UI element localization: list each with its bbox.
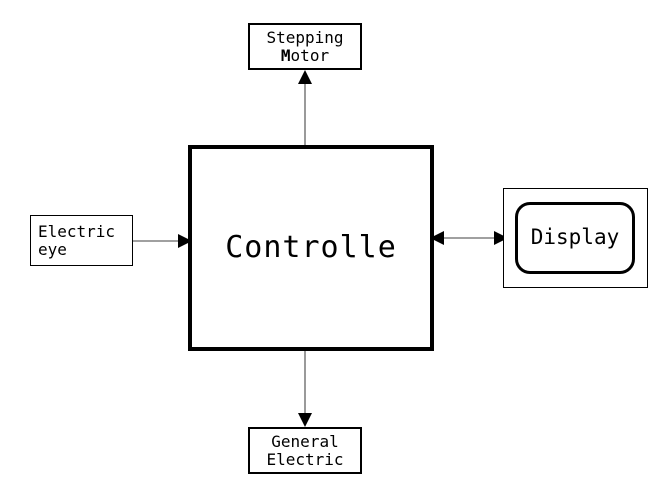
block-controller[interactable]: Controlle (188, 145, 434, 351)
arrow-controller-display (430, 231, 508, 245)
general-electric-line1: General (271, 431, 339, 451)
block-general-electric[interactable]: General Electric (248, 427, 362, 474)
arrow-eye-to-controller (133, 234, 192, 248)
block-electric-eye[interactable]: Electric eye (30, 215, 133, 266)
stepping-motor-line2-rest: otor (290, 45, 330, 65)
electric-eye-line1: Electric (38, 221, 116, 241)
electric-eye-line2: eye (38, 239, 67, 259)
arrow-controller-to-motor (298, 70, 312, 145)
block-display-inner[interactable]: Display (515, 202, 635, 274)
block-stepping-motor[interactable]: Stepping Motor (248, 23, 362, 70)
stepping-motor-initial: M (280, 45, 291, 65)
arrow-controller-to-general-electric (298, 351, 312, 427)
block-display-outer[interactable]: Display (503, 188, 648, 288)
display-label: Display (530, 225, 620, 250)
stepping-motor-line2: Motor (280, 45, 330, 65)
stepping-motor-line1: Stepping (266, 27, 344, 47)
controller-label: Controlle (225, 230, 397, 266)
general-electric-line2: Electric (266, 449, 344, 469)
